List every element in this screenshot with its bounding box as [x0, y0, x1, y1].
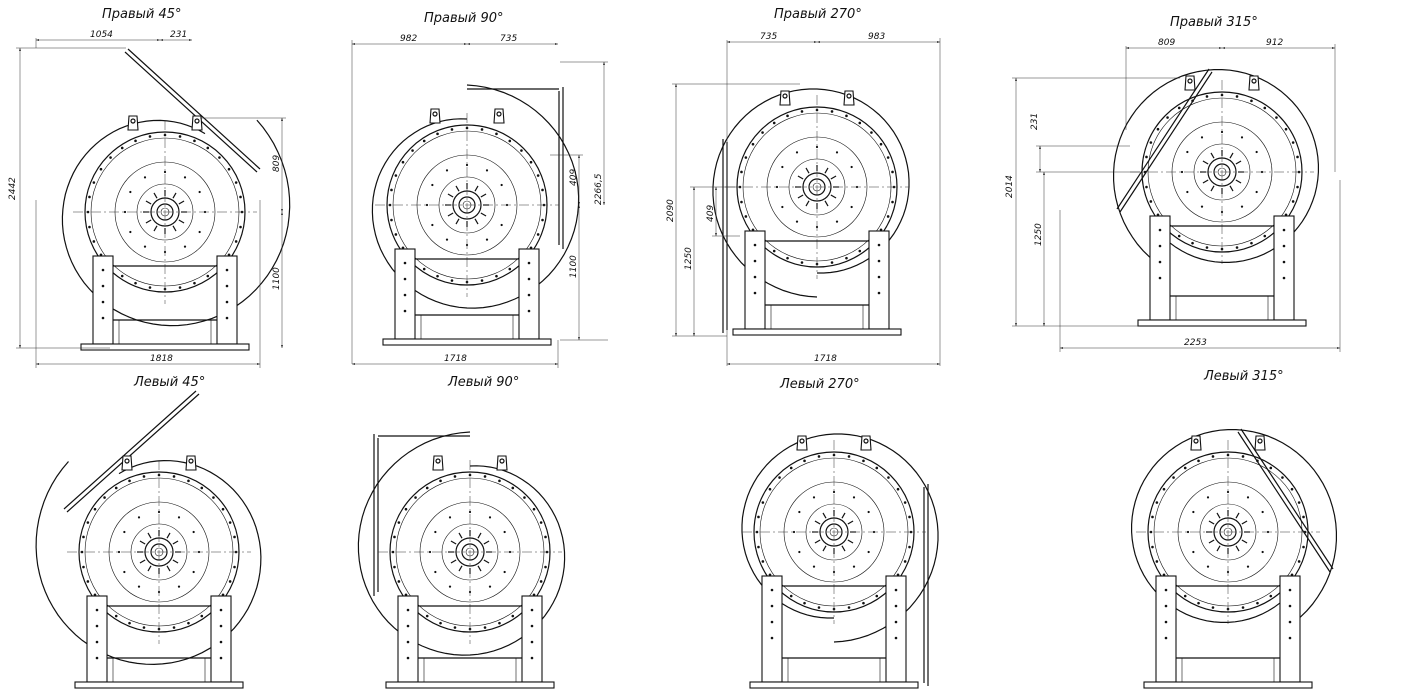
center-lines: [378, 460, 562, 644]
center-lines: [73, 120, 257, 304]
center-lines: [1136, 440, 1320, 624]
view-left-45: Левый 45°: [35, 375, 262, 689]
dim-735: 735: [500, 34, 517, 44]
dim-2253: 2253: [1184, 338, 1207, 348]
lifting-lugs: [779, 90, 855, 106]
dim-1250b: 1250: [1034, 223, 1044, 246]
volute-housing: [371, 84, 580, 309]
dim-809b: 809: [1158, 38, 1175, 48]
dim-2090: 2090: [666, 199, 676, 222]
view-title: Левый 270°: [779, 377, 860, 392]
bolt-holes: [755, 453, 913, 611]
dim-983: 983: [868, 32, 885, 42]
support-stand: [385, 595, 555, 689]
lifting-lugs: [796, 435, 872, 451]
center-lines: [67, 460, 251, 644]
dim-1718: 1718: [444, 354, 467, 364]
volute-housing: [1113, 69, 1319, 264]
dim-409: 409: [569, 169, 579, 186]
support-stand: [1143, 575, 1313, 689]
dim-1718b: 1718: [814, 354, 837, 364]
dim-1818: 1818: [150, 354, 173, 364]
volute-housing: [357, 431, 566, 656]
view-right-270: Правый 270° 735 983 2090 409 1250 1718: [666, 7, 941, 366]
lifting-lugs: [1184, 75, 1260, 91]
fan-drawing: [61, 48, 291, 351]
dim-912: 912: [1266, 38, 1283, 48]
dim-735b: 735: [760, 32, 777, 42]
view-left-270: Левый 270°: [741, 377, 939, 689]
view-title: Левый 45°: [133, 375, 205, 390]
dim-231b: 231: [1030, 113, 1040, 130]
fan-drawing: [1113, 68, 1319, 327]
support-stand: [1137, 215, 1307, 327]
outlet-flange: [923, 484, 929, 686]
view-title: Левый 90°: [447, 375, 519, 390]
support-stand: [80, 255, 250, 351]
outlet-flange: [1116, 68, 1213, 213]
support-stand: [382, 248, 552, 346]
outlet-flange: [63, 390, 200, 513]
fan-drawing: [357, 431, 566, 689]
dim-1054: 1054: [90, 30, 113, 40]
fan-drawing: [35, 390, 262, 689]
dim-1100: 1100: [272, 267, 282, 290]
fan-drawing: [712, 88, 910, 336]
view-title: Правый 270°: [774, 7, 862, 22]
lifting-lugs: [432, 455, 508, 471]
view-right-45: Правый 45° 1054 231 2442 809 1100 1818: [8, 7, 291, 368]
view-right-90: Правый 90° 982 735 409 2266,5 1100 1718: [351, 11, 608, 368]
dim-1250: 1250: [684, 247, 694, 270]
volute-housing: [741, 433, 939, 643]
dim-409b: 409: [706, 205, 716, 222]
volute-housing: [1131, 429, 1337, 624]
lifting-lugs: [127, 115, 203, 131]
outlet-flange: [124, 48, 261, 173]
center-lines: [725, 95, 909, 279]
lifting-lugs: [429, 108, 505, 124]
support-stand: [74, 595, 244, 689]
outlet-flange: [1237, 428, 1334, 573]
center-lines: [375, 113, 559, 297]
bolt-holes: [86, 133, 244, 291]
volute-housing: [712, 88, 910, 298]
outlet-flange: [373, 434, 470, 596]
center-lines: [742, 440, 926, 624]
view-title: Правый 45°: [102, 7, 182, 22]
lifting-lugs: [121, 455, 197, 471]
support-stand: [749, 575, 919, 689]
outlet-flange: [467, 87, 564, 249]
fan-drawing: [1131, 428, 1337, 689]
fan-drawing: [371, 84, 580, 346]
view-left-90: Левый 90°: [357, 375, 566, 689]
view-left-315: Левый 315°: [1131, 369, 1337, 689]
center-lines: [1130, 80, 1314, 264]
support-stand: [732, 230, 902, 336]
dim-2266: 2266,5: [594, 173, 604, 205]
fan-drawing: [741, 433, 939, 689]
dim-809: 809: [272, 155, 282, 172]
view-title: Правый 315°: [1170, 15, 1258, 30]
dim-2442: 2442: [8, 177, 18, 200]
dim-231: 231: [170, 30, 187, 40]
dim-982: 982: [400, 34, 417, 44]
view-title: Левый 315°: [1203, 369, 1284, 384]
view-title: Правый 90°: [424, 11, 504, 26]
view-right-315: Правый 315° 809 912 231 2014 1250 2253: [1005, 15, 1341, 352]
dim-2014: 2014: [1005, 175, 1015, 198]
dim-1100b: 1100: [569, 255, 579, 278]
lifting-lugs: [1190, 435, 1266, 451]
